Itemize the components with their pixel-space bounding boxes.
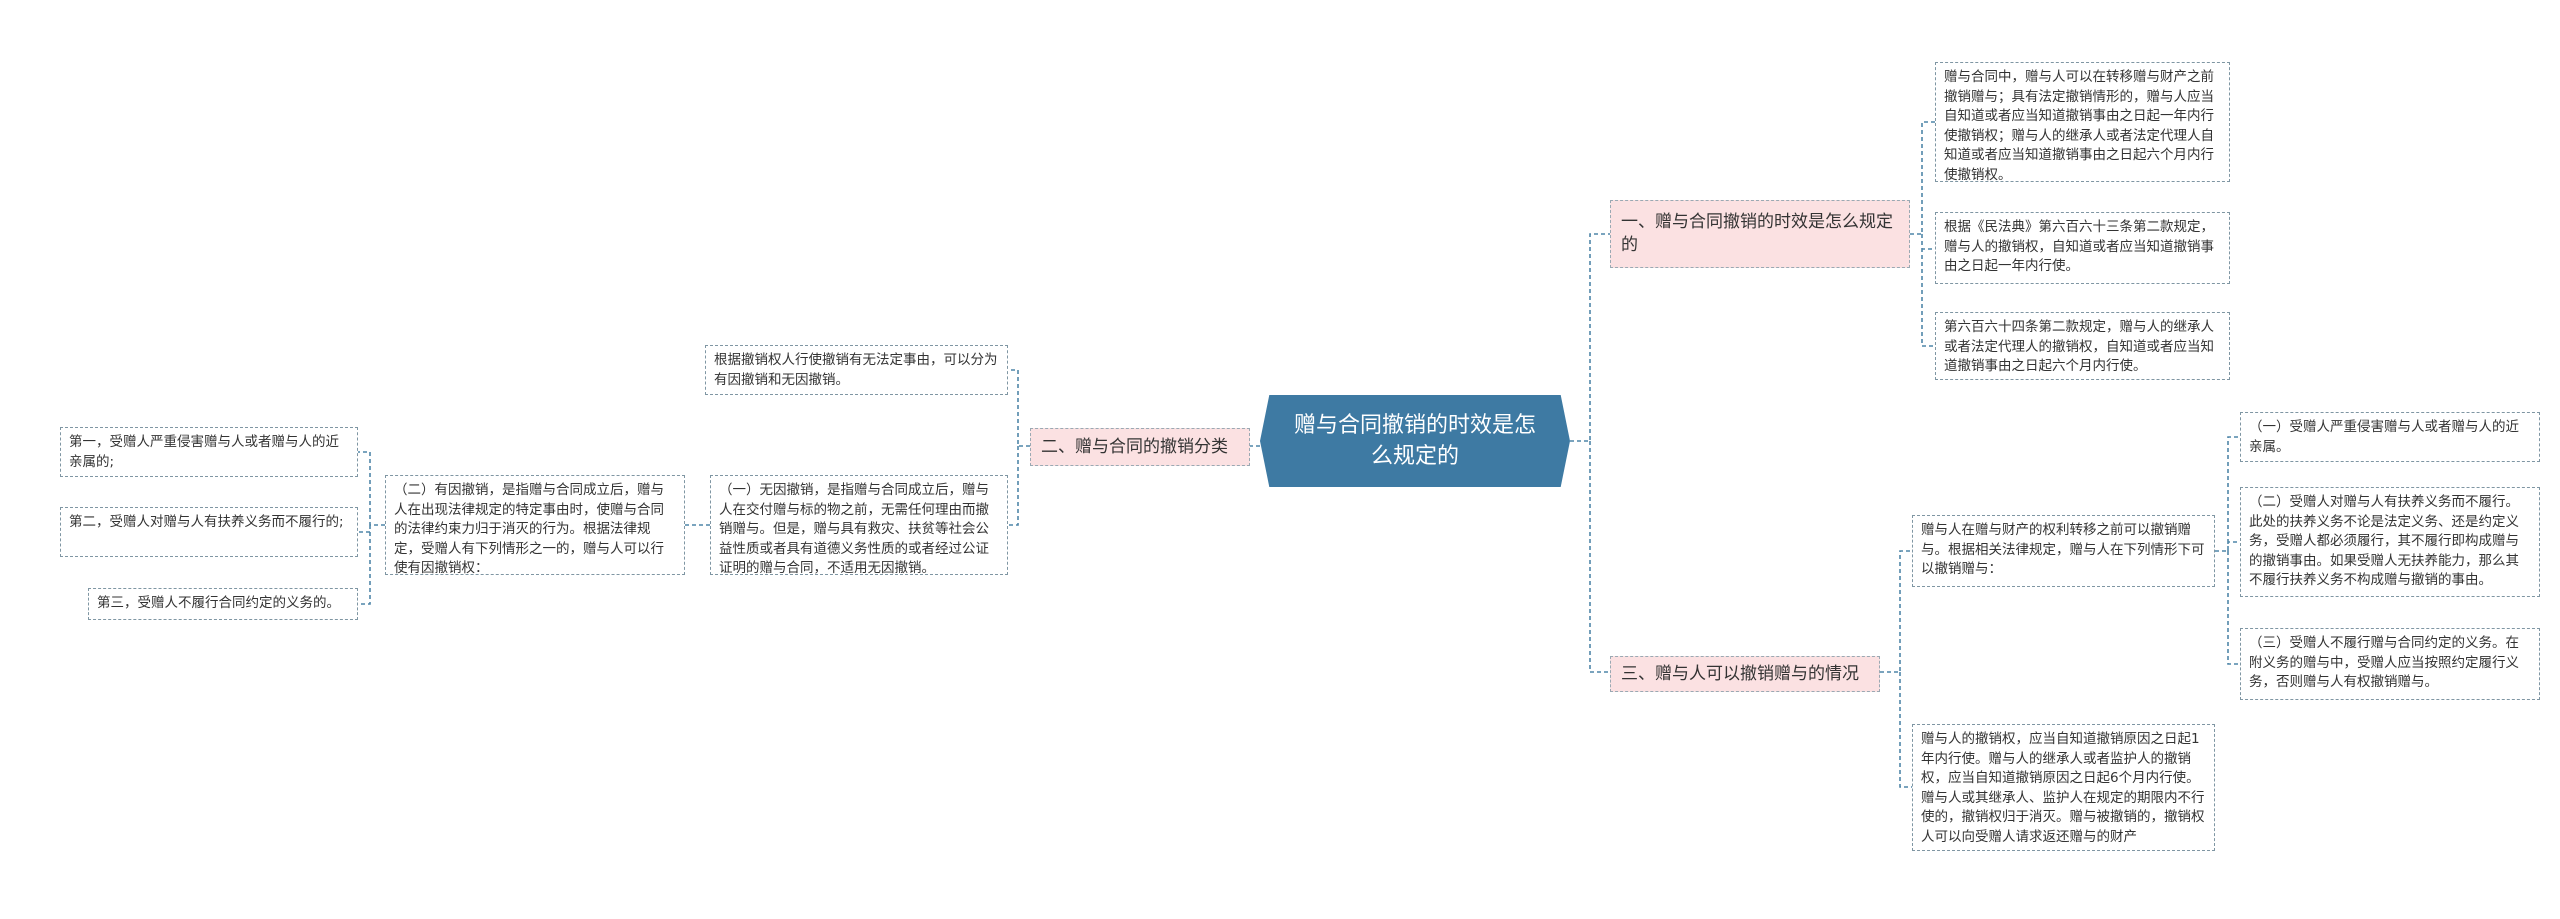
root-title: 赠与合同撤销的时效是怎么规定的 bbox=[1293, 413, 1536, 469]
link-root-b3 bbox=[1589, 441, 1610, 673]
leaf-b3-1-2: （二）受赠人对赠与人有扶养义务而不履行。此处的扶养义务不论是法定义务、还是约定义… bbox=[2240, 487, 2540, 597]
leaf-b1-3: 第六百六十四条第二款规定，赠与人的继承人或者法定代理人的撤销权，自知道或者应当知… bbox=[1935, 312, 2230, 380]
leaf-b3-1-1: （一）受赠人严重侵害赠与人或者赠与人的近亲属。 bbox=[2240, 412, 2540, 462]
leaf-b2-3-1: 第一，受赠人严重侵害赠与人或者赠与人的近亲属的; bbox=[60, 427, 358, 477]
link-root-b1 bbox=[1570, 233, 1610, 442]
leaf-b2-2: （一）无因撤销，是指赠与合同成立后，赠与人在交付赠与标的物之前，无需任何理由而撤… bbox=[710, 475, 1008, 576]
leaf-b2-3-2: 第二，受赠人对赠与人有扶养义务而不履行的; bbox=[60, 507, 358, 557]
branch-statute-of-limitations: 一、赠与合同撤销的时效是怎么规定的 bbox=[1610, 200, 1910, 268]
leaf-b2-1: 根据撤销权人行使撤销有无法定事由，可以分为有因撤销和无因撤销。 bbox=[705, 345, 1008, 395]
branch-revocation-types: 二、赠与合同的撤销分类 bbox=[1030, 428, 1250, 466]
leaf-b2-3-3: 第三，受赠人不履行合同约定的义务的。 bbox=[88, 588, 358, 620]
link-b2-leaves bbox=[1008, 369, 1030, 526]
leaf-b3-1: 赠与人在赠与财产的权利转移之前可以撤销赠与。根据相关法律规定，赠与人在下列情形下… bbox=[1912, 515, 2215, 587]
branch-revocation-cases: 三、赠与人可以撤销赠与的情况 bbox=[1610, 656, 1880, 692]
leaf-b1-1: 赠与合同中，赠与人可以在转移赠与财产之前撤销赠与；具有法定撤销情形的，赠与人应当… bbox=[1935, 62, 2230, 183]
link-b1-leaves bbox=[1910, 121, 1935, 347]
root-topic: 赠与合同撤销的时效是怎么规定的 bbox=[1260, 395, 1570, 487]
leaf-b2-3: （二）有因撤销，是指赠与合同成立后，赠与人在出现法律规定的特定事由时，使赠与合同… bbox=[385, 475, 685, 576]
leaf-b1-2: 根据《民法典》第六百六十三条第二款规定，赠与人的撤销权，自知道或者应当知道撤销事… bbox=[1935, 212, 2230, 284]
link-b31-leaves bbox=[2215, 436, 2240, 665]
link-b3-children bbox=[1880, 550, 1912, 788]
link-b23-leaves bbox=[358, 451, 385, 605]
leaf-b3-2: 赠与人的撤销权，应当自知道撤销原因之日起1年内行使。赠与人的继承人或者监护人的撤… bbox=[1912, 724, 2215, 851]
leaf-b3-1-3: （三）受赠人不履行赠与合同约定的义务。在附义务的赠与中，受赠人应当按照约定履行义… bbox=[2240, 628, 2540, 700]
